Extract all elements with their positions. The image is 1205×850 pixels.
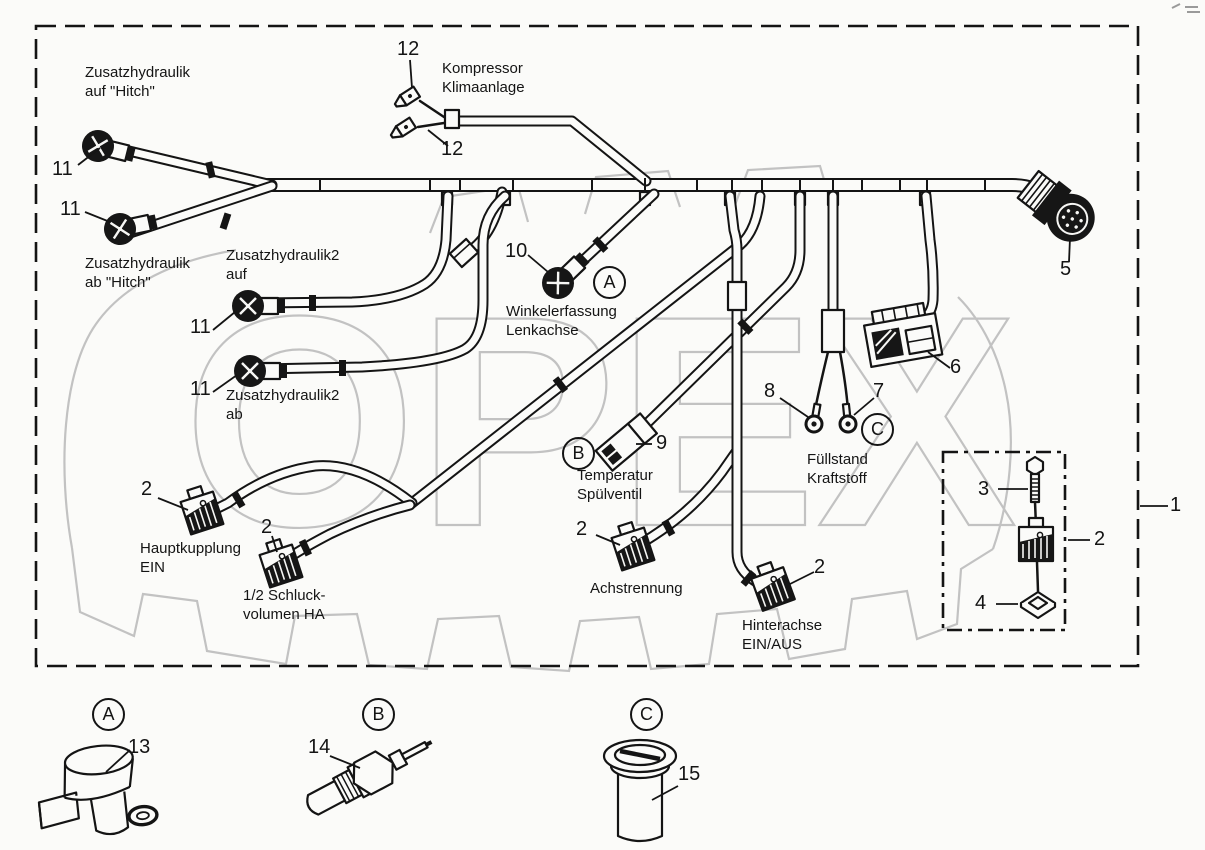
temperature-connector-9-icon bbox=[594, 412, 658, 472]
marker-b-legend: B bbox=[362, 698, 395, 731]
callout-2-a: 2 bbox=[141, 478, 153, 500]
callout-4: 4 bbox=[975, 592, 987, 614]
callout-2-c: 2 bbox=[576, 518, 588, 540]
callout-2-b: 2 bbox=[261, 516, 273, 538]
callout-11-b: 11 bbox=[60, 198, 81, 220]
marker-c-diagram: C bbox=[861, 413, 894, 446]
solenoid-valve-part-13-icon bbox=[37, 744, 159, 836]
corner-artifact bbox=[1171, 3, 1200, 13]
multi-pin-connector-6-icon bbox=[862, 301, 944, 369]
callout-14: 14 bbox=[308, 736, 331, 758]
callout-13: 13 bbox=[128, 736, 151, 758]
seal-4-icon bbox=[1019, 590, 1057, 620]
wire-ferrules bbox=[205, 161, 757, 587]
hinterachse-line-junction bbox=[726, 280, 748, 312]
valve-connector-2e-icon bbox=[1017, 516, 1055, 563]
label-schluckvolumen-ha: 1/2 Schluck-volumen HA bbox=[243, 587, 326, 623]
fuel-line-splice-block bbox=[820, 308, 846, 354]
marker-b-diagram: B bbox=[562, 437, 595, 470]
trunk-junction-stubs bbox=[440, 190, 932, 207]
trunk-ticks bbox=[319, 178, 986, 192]
hydraulic-plug-connector-11a-icon bbox=[77, 125, 139, 172]
marker-a-diagram: A bbox=[593, 266, 626, 299]
fuel-level-sender-part-15-icon bbox=[602, 738, 678, 843]
callout-11-c: 11 bbox=[190, 316, 211, 338]
main-border bbox=[34, 24, 1140, 668]
callout-3: 3 bbox=[978, 478, 990, 500]
callout-2-e: 2 bbox=[1094, 528, 1106, 550]
callout-2-d: 2 bbox=[814, 556, 826, 578]
callout-1: 1 bbox=[1170, 494, 1182, 516]
flat-terminal-12a-icon bbox=[393, 85, 422, 108]
callout-10: 10 bbox=[505, 240, 528, 262]
temperature-sensor-part-14-icon bbox=[306, 740, 433, 816]
bolt-3-icon bbox=[1025, 455, 1045, 504]
sub-assembly-box bbox=[941, 450, 1067, 632]
hydraulic-plug-connector-11b-icon bbox=[99, 204, 161, 250]
callout-15: 15 bbox=[678, 763, 701, 785]
callout-7: 7 bbox=[873, 380, 885, 402]
callout-9: 9 bbox=[656, 432, 668, 454]
open-branch-connector-icon bbox=[448, 237, 480, 269]
callout-5: 5 bbox=[1060, 258, 1072, 280]
callout-11-d: 11 bbox=[190, 378, 211, 400]
marker-a-legend: A bbox=[92, 698, 125, 731]
kompressor-wire-end bbox=[443, 108, 461, 130]
callout-12-b: 12 bbox=[441, 138, 464, 160]
round-multipin-connector-5-icon bbox=[1016, 169, 1095, 242]
callout-8: 8 bbox=[764, 380, 776, 402]
label-achstrennung: Achstrennung bbox=[590, 580, 683, 597]
callout-6: 6 bbox=[950, 356, 962, 378]
callout-leader-lines bbox=[77, 59, 1168, 801]
callout-12-a: 12 bbox=[397, 38, 420, 60]
callout-11-a: 11 bbox=[52, 158, 73, 180]
marker-c-legend: C bbox=[630, 698, 663, 731]
flat-terminal-12b-icon bbox=[389, 116, 418, 139]
